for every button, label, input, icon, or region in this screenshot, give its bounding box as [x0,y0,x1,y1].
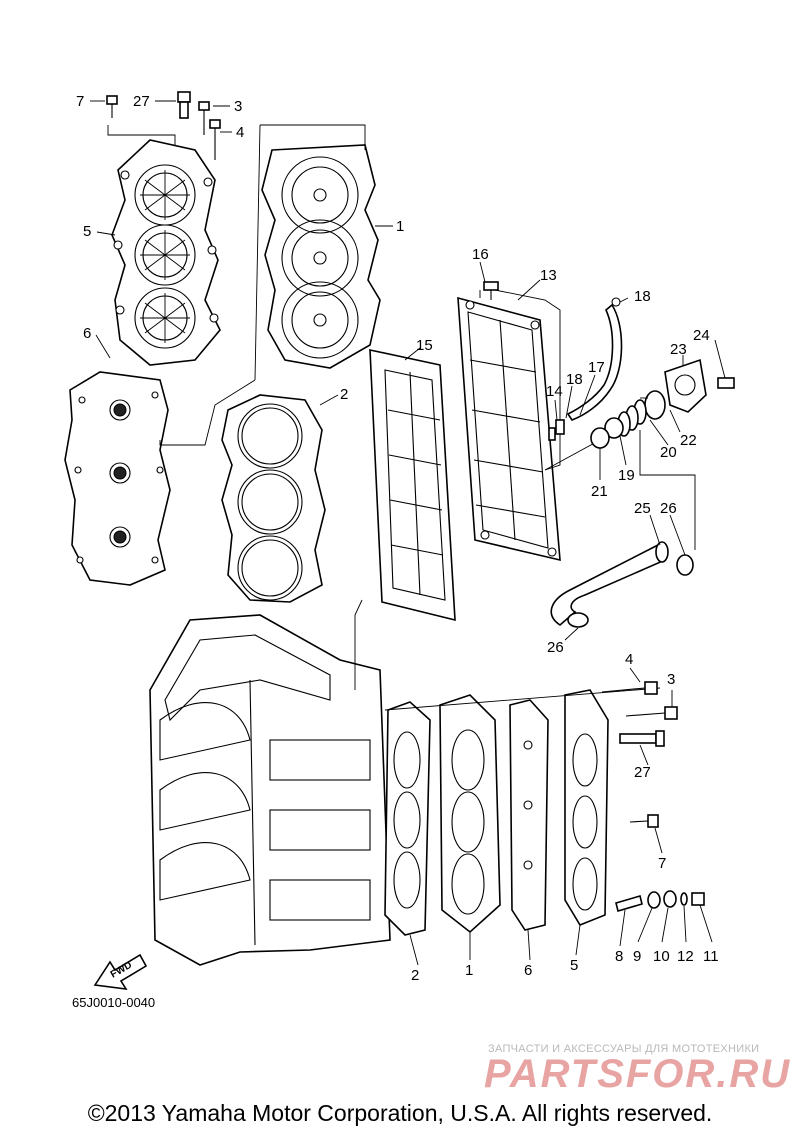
callout-5: 5 [83,223,91,240]
cylinder-head-cover-lower [564,689,609,926]
callout-4b: 4 [625,651,633,668]
thermostat-assembly [590,358,735,550]
callout-21: 21 [591,483,608,500]
callout-14: 14 [546,383,563,400]
cylinder-head-gasket-upper [221,394,326,603]
callout-26: 26 [660,500,677,517]
watermark-tagline: ЗАПЧАСТИ И АКСЕССУАРЫ ДЛЯ МОТОТЕХНИКИ [488,1043,760,1055]
callout-10: 10 [653,948,670,965]
callout-6: 6 [83,325,91,342]
callout-17: 17 [588,359,605,376]
callout-9: 9 [633,948,641,965]
bolt-group-top [106,91,221,160]
callout-18: 18 [634,288,651,305]
callout-6b: 6 [524,962,532,979]
callout-3: 3 [234,98,242,115]
cylinder-head-cover-upper [111,139,221,366]
water-hose-25 [550,541,694,628]
callout-15: 15 [416,337,433,354]
cylinder-head-upper [254,124,381,381]
callout-2: 2 [340,386,348,403]
exhaust-cover [457,289,561,562]
hose-assembly-upper [544,297,623,471]
gasket-head-cover-lower [509,699,549,931]
callout-24: 24 [693,327,710,344]
diagram-code: 65J0010-0040 [72,995,156,1010]
callout-labels: 7 27 3 4 5 1 6 2 15 16 13 18 14 18 17 24… [76,93,719,984]
cylinder-block [149,614,391,966]
callout-25: 25 [634,500,651,517]
callout-27b: 27 [634,764,651,781]
callout-20: 20 [660,444,677,461]
callout-7b: 7 [658,855,666,872]
bolt-group-right [601,681,705,913]
callout-3b: 3 [667,671,675,688]
callout-1: 1 [396,218,404,235]
callout-11: 11 [703,948,719,965]
callout-1b: 1 [465,962,473,979]
callout-19: 19 [618,467,635,484]
callout-5b: 5 [570,957,578,974]
callout-23: 23 [670,341,687,358]
cylinder-head-lower [439,694,501,934]
callout-16: 16 [472,246,489,263]
leader-lines [90,100,726,966]
callout-22: 22 [680,432,697,449]
callout-8: 8 [615,948,623,965]
cylinder-head-gasket-lower [384,701,431,936]
callout-2b: 2 [411,967,419,984]
bolt-16 [483,281,499,300]
copyright-notice: ©2013 Yamaha Motor Corporation, U.S.A. A… [87,1100,713,1126]
callout-13: 13 [540,267,557,284]
callout-27: 27 [133,93,150,110]
exhaust-cover-gasket [369,349,456,622]
callout-12: 12 [677,948,694,965]
callout-4: 4 [236,124,244,141]
fwd-arrow-icon: FWD [93,953,148,991]
callout-7: 7 [76,93,84,110]
gasket-head-cover-upper [64,371,256,586]
watermark-logo: PARTSFOR.RU [484,1052,792,1096]
callout-26b: 26 [547,639,564,656]
callout-18b: 18 [566,371,583,388]
